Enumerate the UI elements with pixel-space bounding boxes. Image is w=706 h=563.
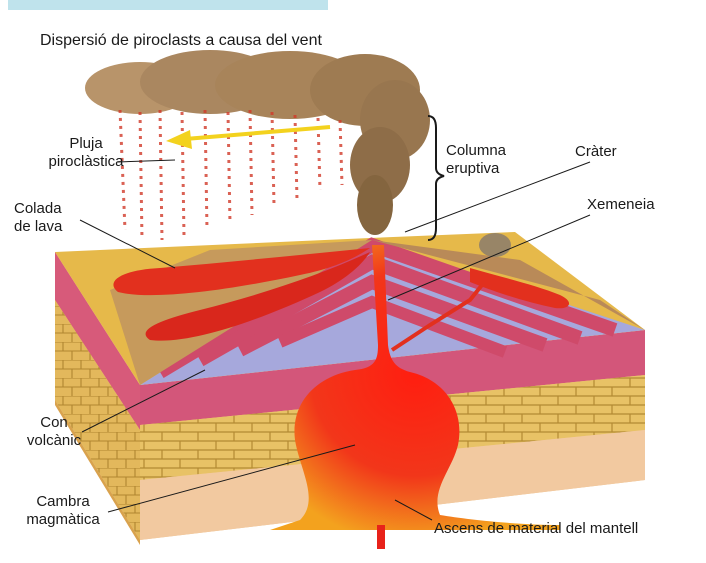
mantle-feed-conduit xyxy=(377,525,385,549)
wind-arrow xyxy=(166,125,331,149)
leader-xemeneia xyxy=(387,214,591,301)
lava-flow-right xyxy=(470,268,570,309)
label-con-line1: Con xyxy=(40,414,68,431)
leader-colada xyxy=(79,219,176,269)
column-bracket xyxy=(427,115,445,241)
label-colada-line2: de lava xyxy=(14,218,63,235)
label-colada-lava: Colada de lava xyxy=(14,200,62,236)
label-xemeneia: Xemeneia xyxy=(587,196,655,213)
leader-pluja xyxy=(117,159,176,163)
pyroclastic-rain xyxy=(118,109,344,241)
leader-con xyxy=(81,369,206,433)
label-pluja-piroclastica: Pluja piroclàstica xyxy=(46,135,126,171)
secondary-vent-smoke xyxy=(479,233,511,257)
label-columna-eruptiva: Columna eruptiva xyxy=(446,142,506,178)
lava-flow-left xyxy=(113,248,370,341)
label-con-line2: volcànic xyxy=(26,432,82,449)
block-top-surface xyxy=(55,232,645,385)
label-columna-line2: eruptiva xyxy=(446,160,500,177)
side-conduit xyxy=(390,273,492,352)
magma-chamber xyxy=(270,245,560,530)
label-cambra-magmatica: Cambra magmàtica xyxy=(18,493,108,529)
label-columna-line1: Columna xyxy=(446,142,507,159)
leader-cambra xyxy=(107,444,356,513)
label-pluja-line2: piroclàstica xyxy=(48,153,124,170)
leader-ascens xyxy=(394,499,433,521)
label-pluja-line1: Pluja xyxy=(69,135,103,152)
label-ascens-material: Ascens de material del mantell xyxy=(434,520,639,537)
leader-crater xyxy=(404,161,591,233)
label-cambra-line1: Cambra xyxy=(36,493,90,510)
label-crater: Cràter xyxy=(575,143,617,160)
label-con-volcanic: Con volcànic xyxy=(14,414,94,450)
diagram-title: Dispersió de piroclasts a causa del vent xyxy=(40,32,322,49)
ash-cloud xyxy=(85,50,430,235)
label-colada-line1: Colada xyxy=(14,200,62,217)
top-color-bar xyxy=(8,0,328,10)
label-cambra-line2: magmàtica xyxy=(26,511,100,528)
